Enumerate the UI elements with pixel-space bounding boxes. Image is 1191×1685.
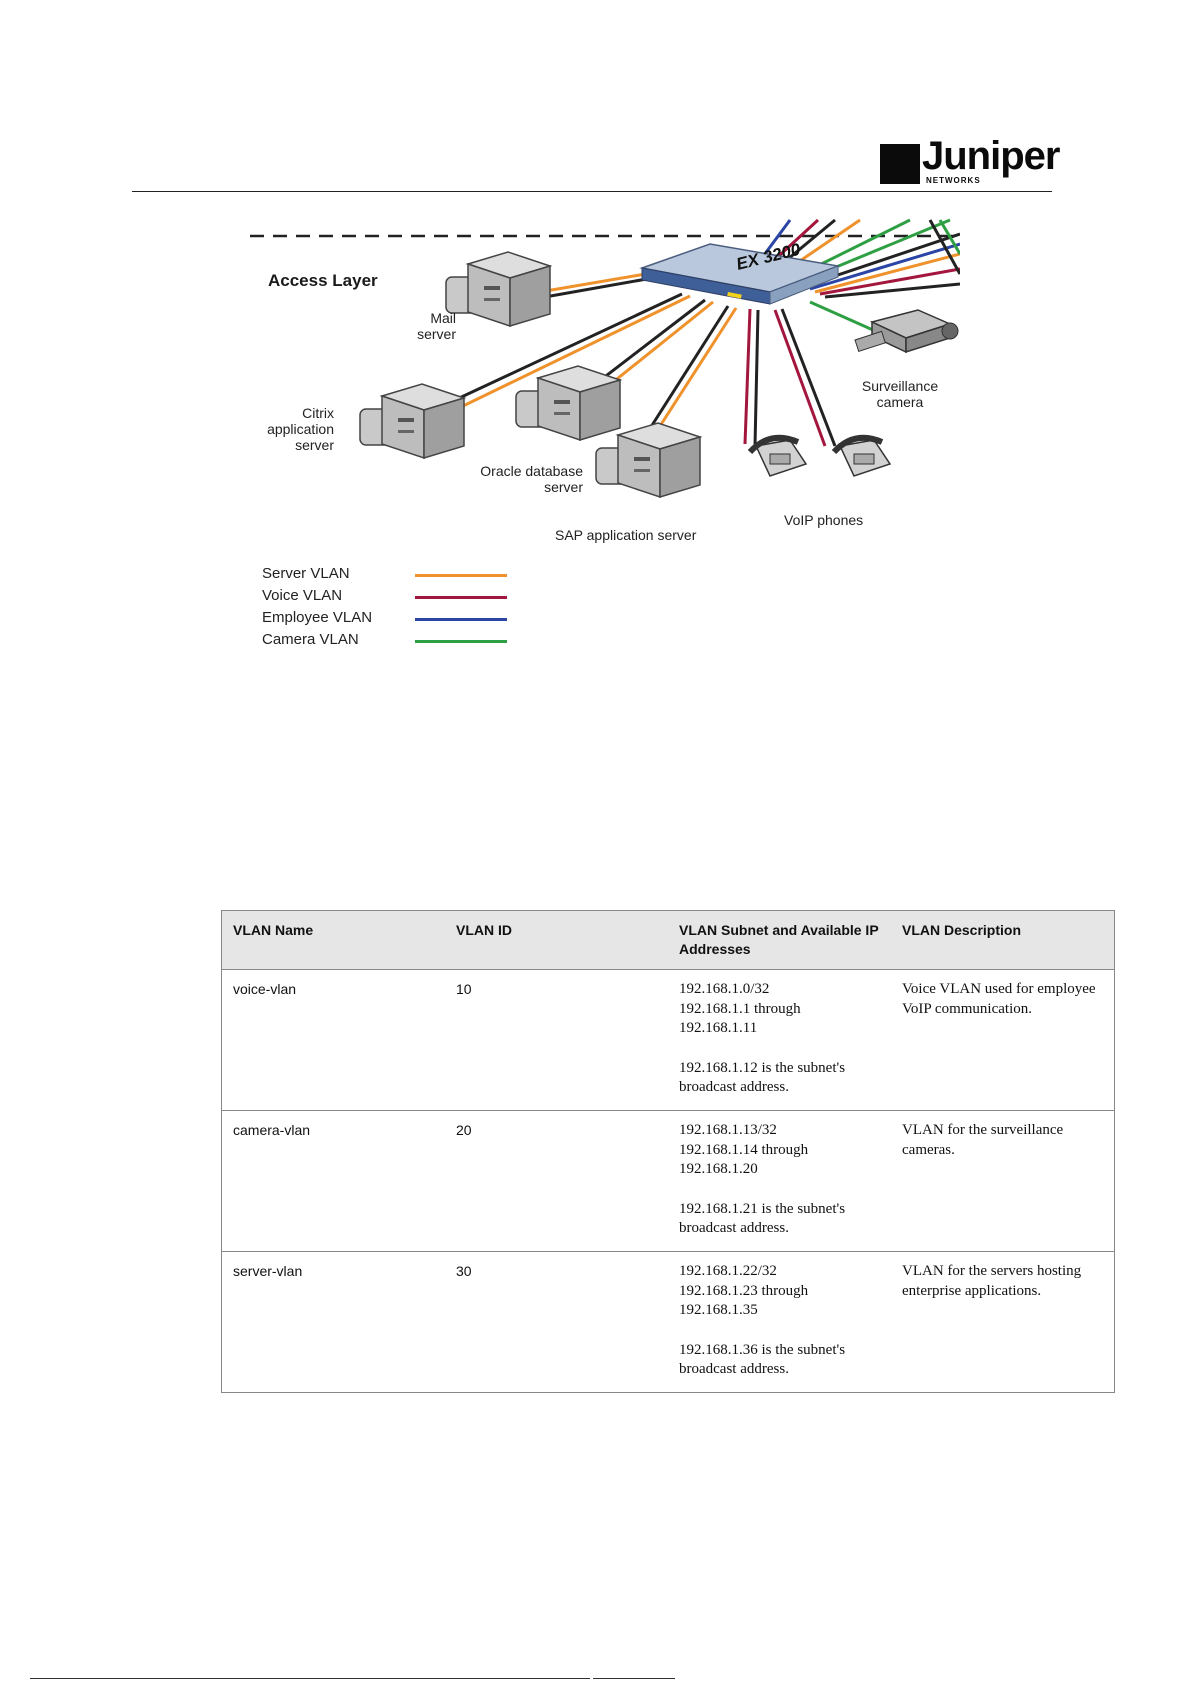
vlan-subnet-cell: 192.168.1.22/32 192.168.1.23 through 192.1… <box>668 1251 891 1393</box>
legend-line-swatch <box>415 574 507 577</box>
broadcast-line: broadcast address. <box>679 1361 789 1377</box>
sap-server-icon <box>595 422 703 499</box>
oracle-server-icon <box>515 365 623 442</box>
vlan-name-cell: voice-vlan <box>221 969 445 1111</box>
subnet-line: 192.168.1.14 through <box>679 1141 809 1158</box>
broadcast-line: 192.168.1.12 is the subnet's <box>679 1059 846 1076</box>
broadcast-line: 192.168.1.36 is the subnet's <box>679 1341 846 1358</box>
logo-wordmark: Juniper <box>922 134 1060 178</box>
broadcast-line: broadcast address. <box>679 1079 789 1095</box>
juniper-networks-logo: Juniper NETWORKS <box>880 134 1060 190</box>
mail-server-icon <box>445 251 553 328</box>
legend-label: Employee VLAN <box>262 609 373 626</box>
subnet-line: 192.168.1.11 <box>679 1020 758 1036</box>
legend-line-swatch <box>415 640 507 643</box>
vlan-subnet-cell: 192.168.1.0/32 192.168.1.1 through 192.168… <box>668 969 891 1111</box>
citrix-server-label: Citrix application server <box>267 405 334 453</box>
vlan-name-cell: server-vlan <box>221 1251 445 1393</box>
broadcast-line: 192.168.1.21 is the subnet's <box>679 1200 846 1217</box>
vlan-description-cell: VLAN for the surveillance cameras. <box>891 1110 1115 1252</box>
subnet-line: 192.168.1.13/32 <box>679 1122 777 1138</box>
voip-phones-label: VoIP phones <box>784 512 864 528</box>
juniper-logo-mark-icon <box>880 144 920 184</box>
table-header-row: VLAN Name VLAN ID VLAN Subnet and Availa… <box>221 910 1115 970</box>
layer-title: Access Layer <box>268 271 378 290</box>
column-header: VLAN Name <box>221 910 445 970</box>
voip-phone-icon <box>831 434 892 477</box>
surveillance-camera-icon <box>854 309 959 354</box>
vlan-id-cell: 10 <box>445 969 668 1111</box>
legend-label: Voice VLAN <box>262 587 343 604</box>
footer-divider <box>30 1678 590 1679</box>
column-header: VLAN ID <box>445 910 668 970</box>
footer-divider <box>593 1678 675 1679</box>
legend-label: Server VLAN <box>262 565 350 582</box>
header-divider <box>132 191 1052 192</box>
vlan-subnet-cell: 192.168.1.13/32 192.168.1.14 through 192.1… <box>668 1110 891 1252</box>
mail-server-label: Mail server <box>417 310 456 342</box>
legend-line-swatch <box>415 618 507 621</box>
spacer <box>679 1321 881 1341</box>
legend-label: Camera VLAN <box>262 631 359 648</box>
vlan-name-cell: camera-vlan <box>221 1110 445 1252</box>
broadcast-line: broadcast address. <box>679 1220 789 1236</box>
spacer <box>679 1180 881 1200</box>
ex3200-switch <box>639 243 841 305</box>
logo-subtext: NETWORKS <box>926 176 981 185</box>
citrix-server-icon <box>359 383 467 460</box>
subnet-line: 192.168.1.22/32 <box>679 1263 777 1279</box>
vlan-id-cell: 20 <box>445 1110 668 1252</box>
subnet-line: 192.168.1.20 <box>679 1161 758 1177</box>
subnet-line: 192.168.1.35 <box>679 1302 758 1318</box>
legend-line-swatch <box>415 596 507 599</box>
spacer <box>679 1039 881 1059</box>
vlan-description-cell: VLAN for the servers hosting enterprise … <box>891 1251 1115 1393</box>
oracle-server-label: Oracle database server <box>480 463 583 495</box>
column-header: VLAN Subnet and Available IP Addresses <box>668 910 891 970</box>
subnet-line: 192.168.1.1 through <box>679 1000 801 1017</box>
vlan-description-cell: Voice VLAN used for employee VoIP commun… <box>891 969 1115 1111</box>
subnet-line: 192.168.1.0/32 <box>679 981 770 997</box>
vlan-id-cell: 30 <box>445 1251 668 1393</box>
access-layer-diagram: EX 3200 <box>250 214 960 654</box>
surveillance-camera-label: Surveillance camera <box>861 378 939 410</box>
subnet-line: 192.168.1.23 through <box>679 1282 809 1299</box>
diagram-canvas: EX 3200 <box>250 218 960 499</box>
column-header: VLAN Description <box>891 910 1115 970</box>
vlan-table: VLAN Name VLAN ID VLAN Subnet and Availa… <box>221 910 1115 1393</box>
uplink-cables <box>748 218 960 299</box>
sap-server-label: SAP application server <box>555 527 697 543</box>
voip-phone-icon <box>747 434 808 477</box>
